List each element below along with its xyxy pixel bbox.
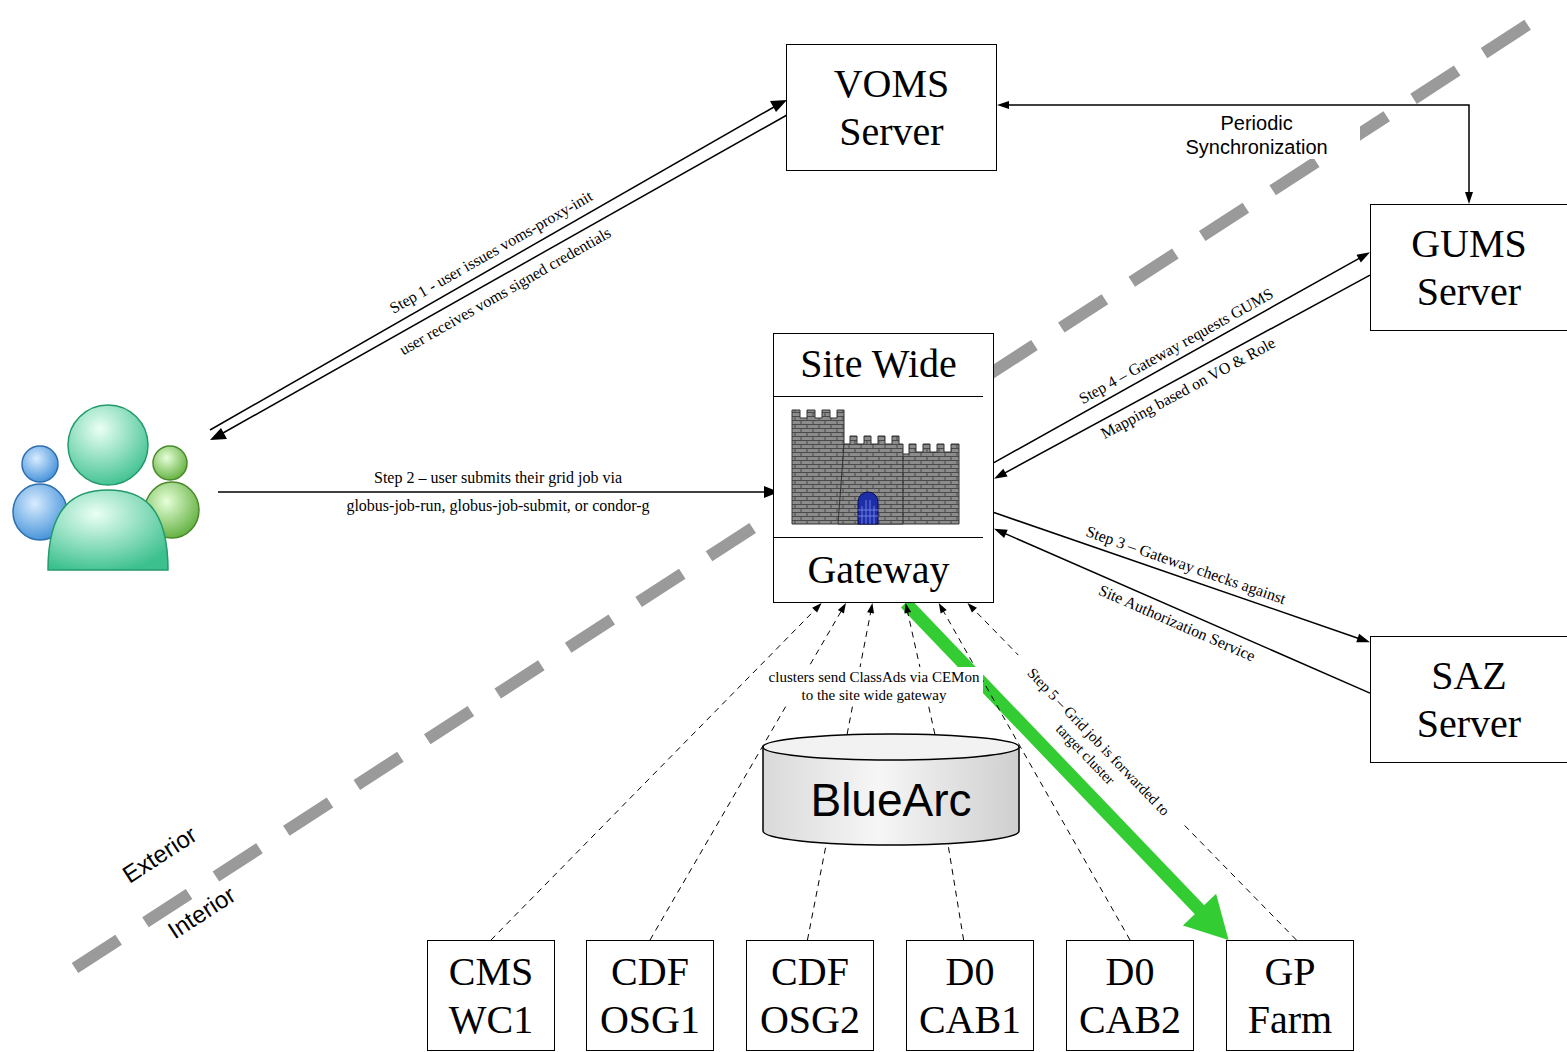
connector [997, 101, 1473, 204]
region-label: Interior [163, 881, 241, 946]
gateway-heading: Site Wide [774, 340, 983, 387]
connector-line [994, 257, 1361, 462]
edge-label: Step 4 – Gateway requests GUMS [1075, 284, 1276, 408]
dashed-connector [847, 603, 874, 734]
gateway-box: Site Wide Gateway [773, 333, 994, 603]
connector-line [1004, 533, 1370, 693]
box-label: D0 CAB2 [1072, 948, 1188, 1042]
server-box: VOMS Server [786, 44, 997, 171]
connector-line [973, 609, 1296, 940]
castle-icon [774, 396, 983, 538]
arrow-head [904, 603, 911, 614]
dashed-connector [807, 843, 826, 940]
dashed-connector [904, 603, 934, 734]
box-label: GUMS Server [1376, 220, 1562, 314]
arrow-head [967, 603, 976, 613]
box-label: CDF OSG1 [592, 948, 708, 1042]
connector-line [907, 611, 935, 734]
storage-cylinder: BlueArc [762, 733, 1020, 845]
gateway-label: Gateway [774, 546, 983, 593]
arrow-head [997, 101, 1009, 109]
connector-line [1003, 275, 1370, 474]
cluster-box: CMS WC1 [427, 940, 555, 1051]
user-icon [13, 405, 199, 570]
storage-name: BlueArc [810, 773, 971, 827]
step-label: user receives voms signed credentials [396, 223, 615, 359]
arrow-head [812, 603, 822, 613]
arrow-head [1465, 192, 1473, 204]
connector-line [807, 843, 826, 940]
box-label: D0 CAB1 [912, 948, 1028, 1042]
edge-label: Periodic Synchronization [1154, 111, 1360, 159]
connector [994, 513, 1370, 643]
connector-line [847, 611, 871, 734]
cluster-box: GP Farm [1226, 940, 1354, 1051]
connector [994, 252, 1370, 462]
cluster-box: D0 CAB2 [1066, 940, 1194, 1051]
step-label: globus-job-run, globus-job-submit, or co… [346, 496, 649, 515]
edge-label: Mapping based on VO & Role [1098, 333, 1279, 443]
dashed-connector [948, 843, 964, 940]
connector [994, 529, 1370, 693]
box-label: CDF OSG2 [752, 948, 868, 1042]
arrow-head [939, 603, 947, 613]
arrow-head [1183, 894, 1229, 940]
cluster-box: CDF OSG2 [746, 940, 874, 1051]
step-label: Step 1 - user issues voms-proxy-init [386, 186, 596, 317]
cluster-box: D0 CAB1 [906, 940, 1034, 1051]
region-label: Exterior [117, 820, 202, 889]
edge-label: Step 5 – Grid job is forwarded to target… [997, 650, 1186, 845]
box-label: VOMS Server [792, 60, 991, 154]
connector-line [1007, 105, 1469, 194]
box-label: CMS WC1 [433, 948, 549, 1042]
arrow-head [1356, 252, 1370, 262]
arrow-head [867, 603, 874, 613]
box-label: SAZ Server [1376, 652, 1562, 746]
note-label: clusters send ClassAds via CEMon to the … [765, 667, 983, 705]
box-label: GP Farm [1232, 948, 1348, 1042]
connector-line [948, 843, 964, 940]
connector-line [994, 513, 1360, 639]
server-box: GUMS Server [1370, 204, 1567, 331]
edge-label: Step 3 – Gateway checks against [1084, 522, 1289, 609]
server-box: SAZ Server [1370, 636, 1567, 763]
cluster-box: CDF OSG1 [586, 940, 714, 1051]
user-arrows [210, 100, 787, 498]
edge-label: Site Authorization Service [1096, 580, 1258, 665]
arrow-head [838, 603, 846, 613]
arrow-head [994, 469, 1008, 479]
arrow-head [994, 529, 1008, 538]
arrow-head [1356, 634, 1370, 643]
connector [994, 275, 1370, 479]
step-label: Step 2 – user submits their grid job via [374, 468, 622, 487]
boundary-line [75, 20, 1535, 968]
